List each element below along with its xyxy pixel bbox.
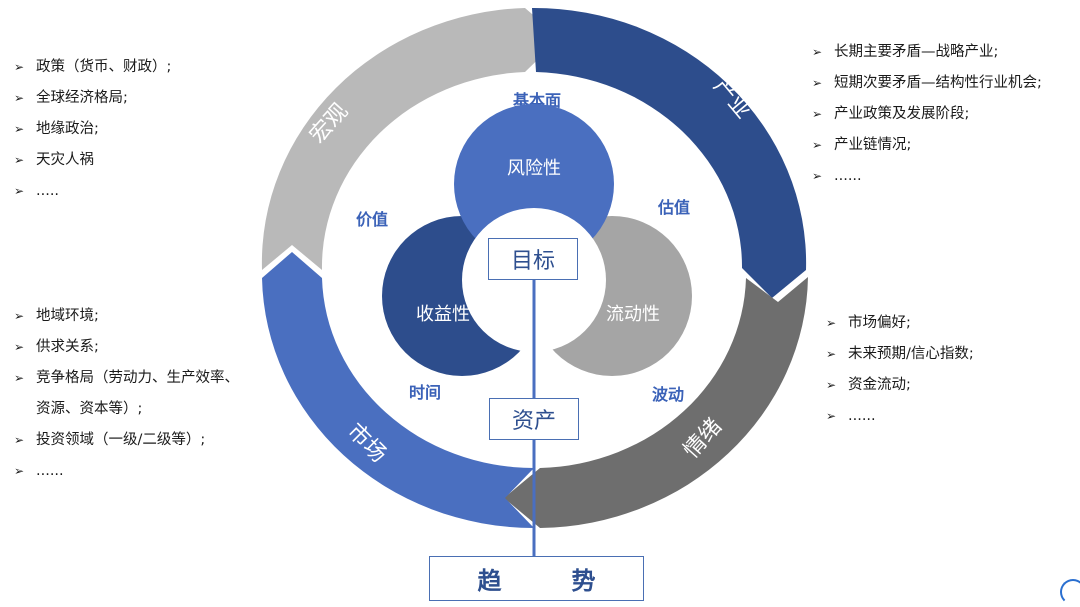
list-item: ➢全球经济格局; [14,90,128,106]
label-volatility: 波动 [652,385,684,404]
list-item: ➢..... [14,183,60,199]
sentiment-factor-list: ➢市场偏好; ➢未来预期/信心指数; ➢资金流动; ➢...... [826,308,974,432]
list-item: ➢市场偏好; [826,315,911,331]
asset-box: 资产 [489,398,579,440]
list-item: ➢地缘政治; [14,121,99,137]
list-item: ➢供求关系; [14,339,99,355]
list-item: ➢产业政策及发展阶段; [812,106,970,122]
ring-segment-market [262,252,534,529]
industry-factor-list: ➢长期主要矛盾—战略产业; ➢短期次要矛盾—结构性行业机会; ➢产业政策及发展阶… [812,37,1042,192]
list-item: ➢短期次要矛盾—结构性行业机会; [812,75,1042,91]
list-item: ➢竞争格局（劳动力、生产效率、 [14,370,239,386]
list-item: ➢...... [812,168,862,184]
list-item: ➢...... [14,463,64,479]
label-valuation: 估值 [657,198,690,217]
circle-label-risk: 风险性 [507,158,561,179]
list-item: ➢资金流动; [826,377,911,393]
market-factor-list: ➢地域环境; ➢供求关系; ➢竞争格局（劳动力、生产效率、 资源、资本等）; ➢… [14,301,239,487]
corner-logo-fragment [1060,579,1080,605]
trend-box: 趋 势 [429,556,644,601]
list-item: ➢产业链情况; [812,137,912,153]
list-item: ➢地域环境; [14,308,99,324]
list-item: ➢未来预期/信心指数; [826,346,974,362]
macro-factor-list: ➢政策（货币、财政）; ➢全球经济格局; ➢地缘政治; ➢天灾人祸 ➢..... [14,52,171,207]
list-item: ➢长期主要矛盾—战略产业; [812,44,999,60]
label-value: 价值 [356,210,388,229]
list-item: 资源、资本等）; [36,401,143,417]
circle-label-return: 收益性 [416,304,470,325]
ring-segment-sentiment [504,277,808,528]
list-item: ➢...... [826,408,876,424]
trend-char-2: 势 [571,567,596,595]
label-time: 时间 [409,383,441,402]
list-item: ➢政策（货币、财政）; [14,59,172,75]
trend-char-1: 趋 [477,567,502,595]
circle-label-liquidity: 流动性 [606,304,660,325]
target-box: 目标 [488,238,578,280]
list-item: ➢天灾人祸 [14,152,94,168]
ring-segment-macro [261,8,560,270]
list-item: ➢投资领域（一级/二级等）; [14,432,206,448]
ring-segment-industry [532,7,807,299]
